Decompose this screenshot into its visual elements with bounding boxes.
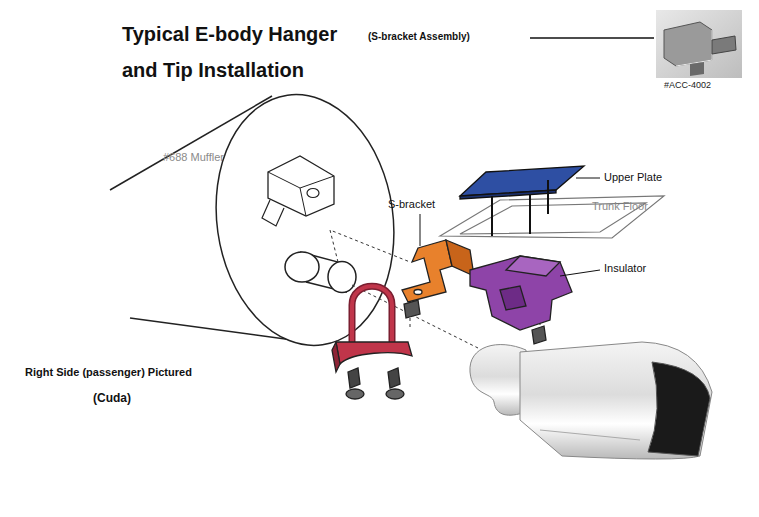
leader-line (530, 37, 654, 39)
insulator (470, 256, 572, 344)
u-clamp (332, 286, 412, 399)
alignment-line (352, 285, 478, 348)
leader-line (560, 270, 600, 276)
alignment-line (330, 230, 410, 262)
part-label: Upper Plate (604, 171, 662, 184)
trunk-floor (440, 196, 664, 238)
muffler (110, 83, 410, 357)
diagram-title: Typical E-body Hanger and Tip Installati… (122, 16, 372, 88)
part-photo (656, 10, 742, 78)
s-bracket (402, 240, 474, 318)
part-label: Insulator (604, 262, 646, 275)
leader-line (420, 214, 421, 246)
leader-line (576, 178, 600, 179)
part-number: #ACC-4002 (664, 80, 711, 90)
upper-plate (460, 166, 584, 236)
assembly-label: (S-bracket Assembly) (368, 31, 470, 43)
part-label: #688 Muffler (163, 151, 224, 164)
part-label: Trunk Floor (592, 200, 648, 213)
note-label: Right Side (passenger) Pictured (25, 366, 192, 379)
part-label: S-bracket (388, 198, 435, 211)
exhaust-tip (470, 342, 712, 459)
note-label: (Cuda) (93, 392, 131, 406)
